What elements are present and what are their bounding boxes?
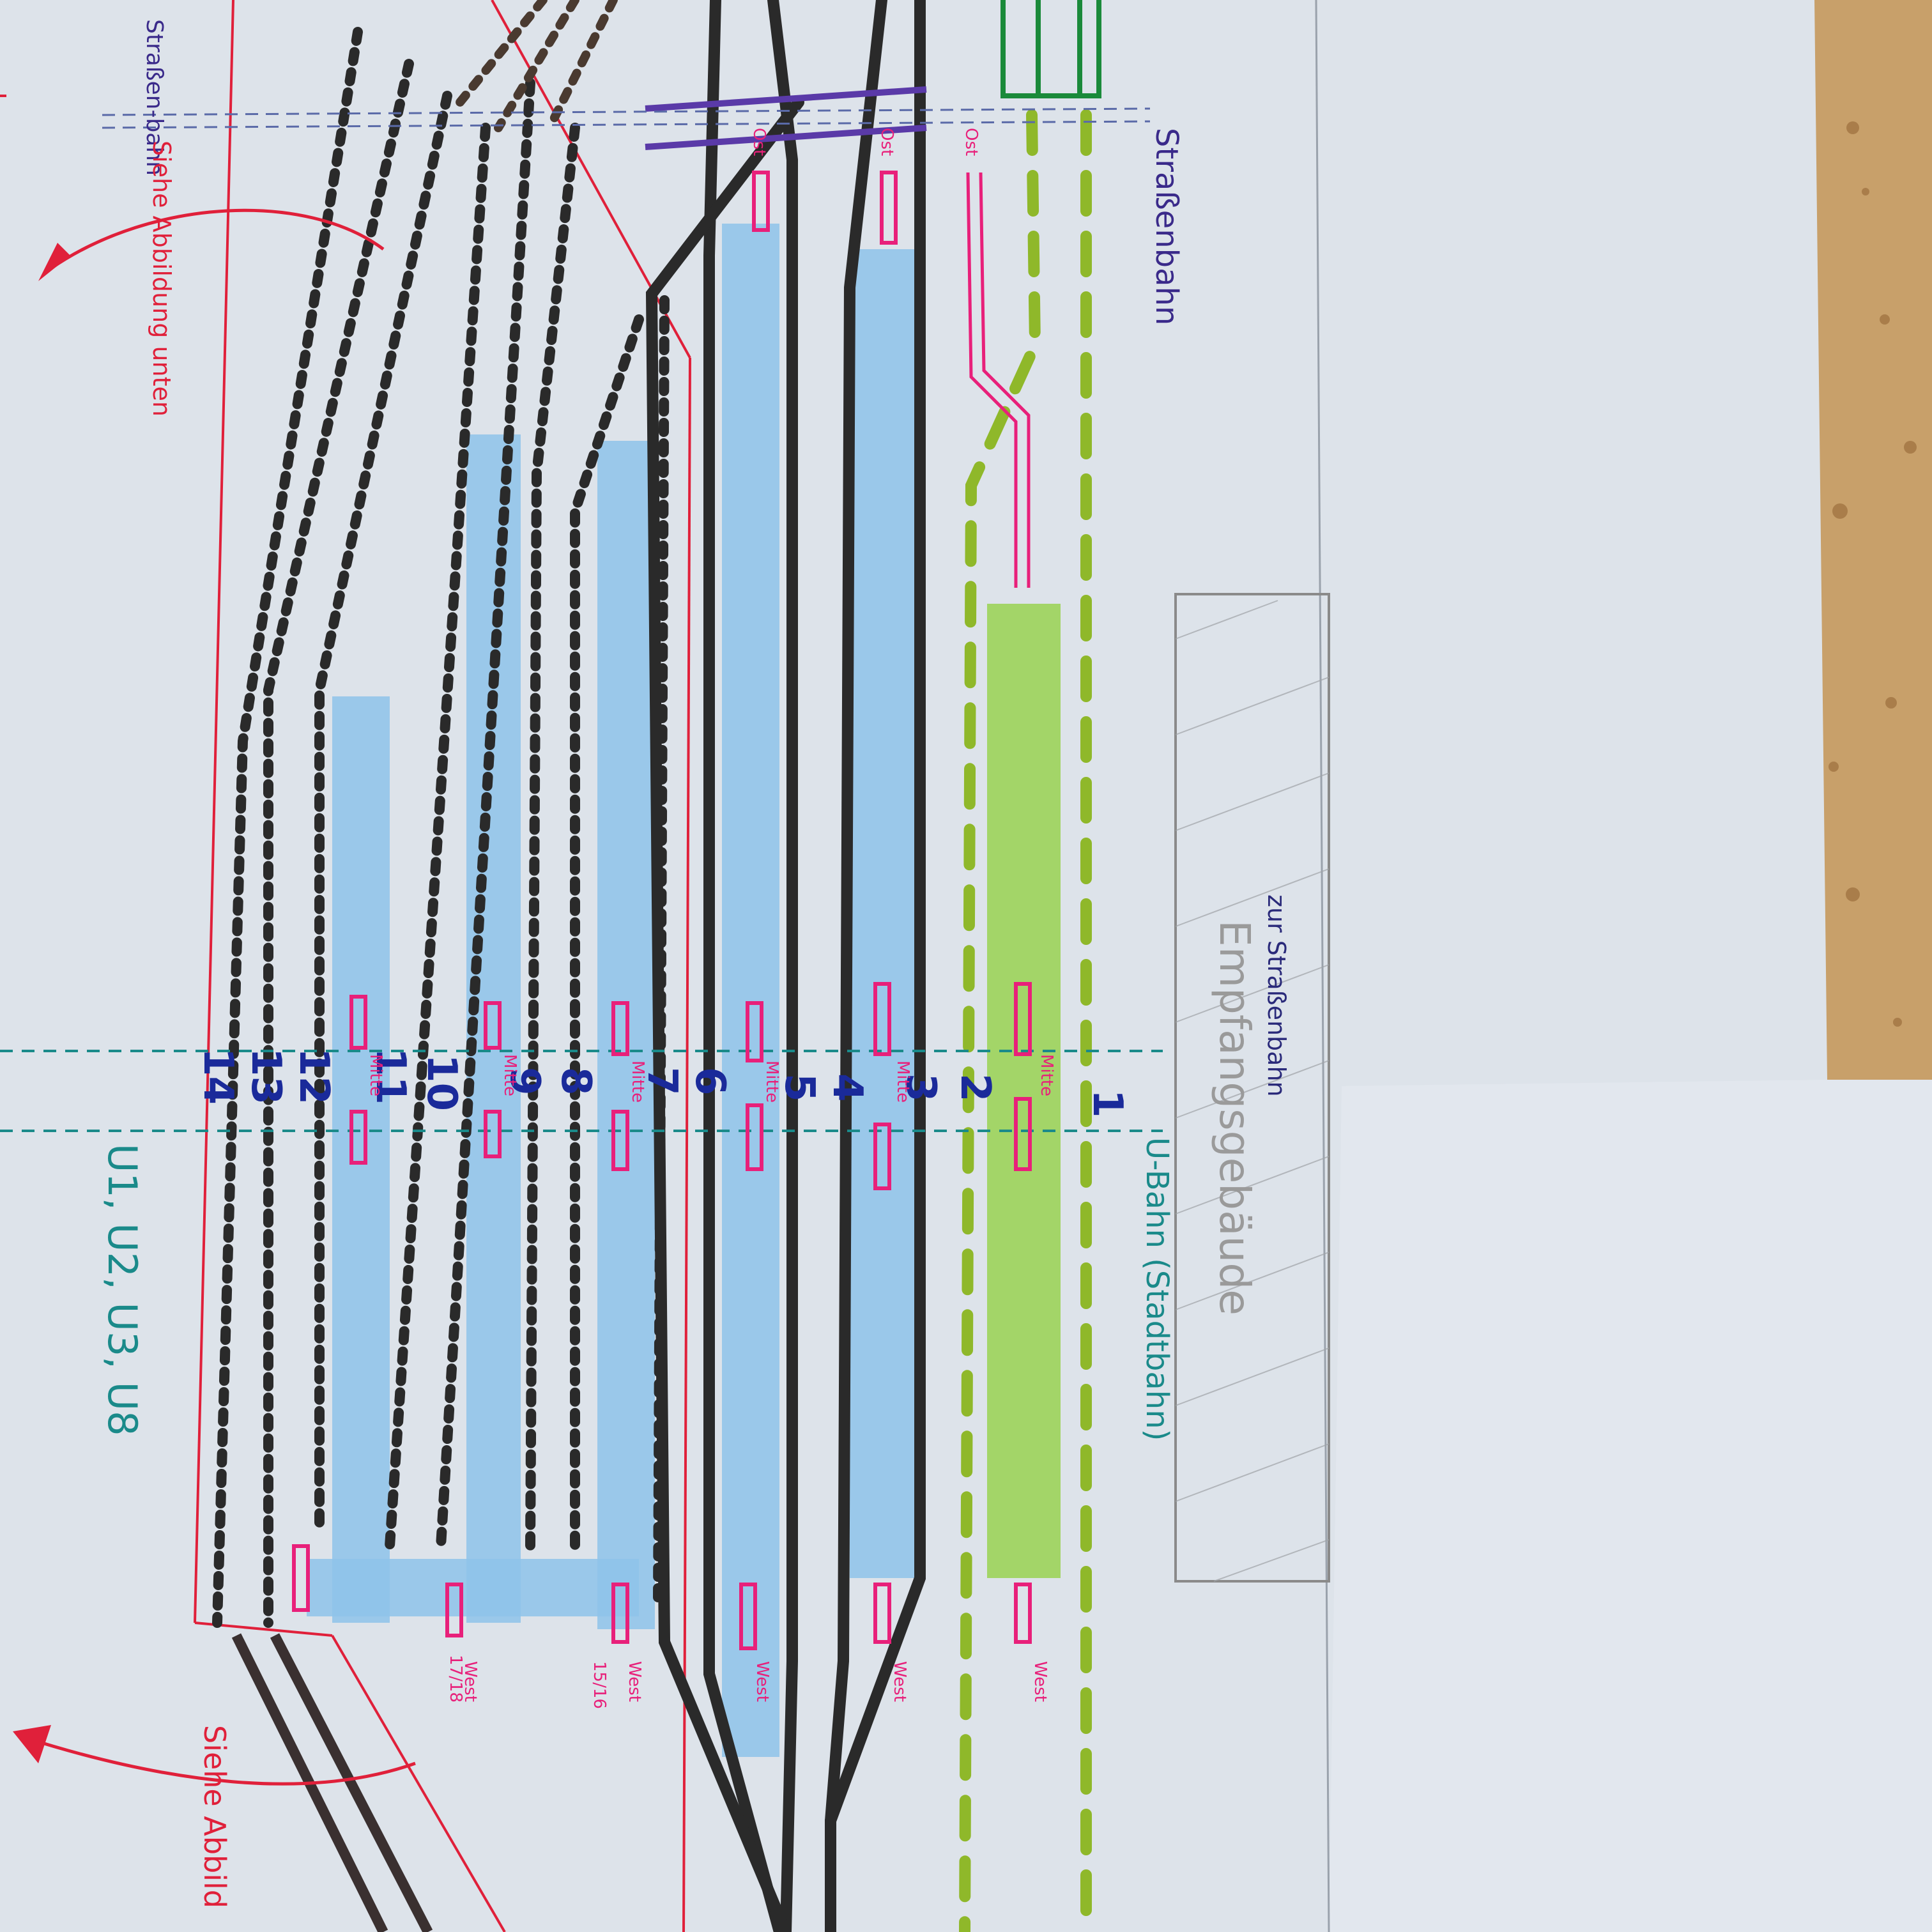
label-siehe-abbildung-bottom: Siehe Abbild xyxy=(197,1725,232,1908)
arrow-head-down-icon xyxy=(13,1725,51,1763)
label-siehe-abbildung-unten: Siehe Abbildung unten xyxy=(148,141,176,417)
pink-side-track xyxy=(966,172,1031,588)
label-u-bahn: U-Bahn (Stadtbahn) xyxy=(1139,1137,1175,1441)
track-number-11: 11 xyxy=(367,1048,414,1105)
track-number-7: 7 xyxy=(638,1067,686,1096)
track-number-4: 4 xyxy=(824,1073,871,1102)
red-arrows xyxy=(25,208,416,1786)
track-number-14: 14 xyxy=(194,1048,241,1105)
sector-label-mitte-4: Mitte xyxy=(893,1061,912,1103)
track-number-1: 1 xyxy=(1084,1089,1131,1118)
label-empfangsgebaeude: Empfangsgebäude xyxy=(1210,920,1259,1315)
track-pair-15-16: 15/16 xyxy=(590,1661,609,1709)
u-bahn-tracks xyxy=(959,109,1092,1932)
arrow-head-up-icon xyxy=(38,243,70,281)
arrow-down-curve xyxy=(25,1736,416,1786)
sector-label-mitte-2: Mitte xyxy=(1037,1054,1056,1096)
solid-tracks xyxy=(645,0,926,1932)
platform-green xyxy=(987,604,1061,1578)
platform-blue-2 xyxy=(722,224,779,1757)
sector-label-ost-6: Ost xyxy=(749,128,769,156)
empfangsgebaeude-building xyxy=(1174,593,1330,1583)
tram-tracks xyxy=(1000,0,1101,98)
platform-blue-5 xyxy=(332,696,390,1623)
sector-label-mitte-10: Mitte xyxy=(500,1054,519,1096)
platform-blue-bottom xyxy=(307,1559,639,1616)
track-number-3: 3 xyxy=(897,1073,944,1102)
track-numbers: 1 2 3 4 5 6 7 8 9 10 11 12 13 14 xyxy=(194,1048,1131,1118)
sector-label-west-4: West xyxy=(890,1661,909,1702)
dotted-tracks-brown xyxy=(456,0,618,132)
sector-label-mitte-8: Mitte xyxy=(628,1061,647,1103)
sector-label-ost-4: Ost xyxy=(877,128,896,156)
label-u-lines: U1, U2, U3, U8 xyxy=(99,1144,146,1436)
platform-blue-1 xyxy=(850,249,917,1578)
sector-label-west-2: West xyxy=(1031,1661,1050,1702)
track-number-6: 6 xyxy=(686,1067,733,1096)
track-number-12: 12 xyxy=(290,1048,337,1105)
label-strassenbahn-left: Straßen-bahn xyxy=(141,19,167,176)
sector-label-mitte-12: Mitte xyxy=(366,1054,385,1096)
paper-fold xyxy=(1315,0,1330,1932)
arrow-up-curve xyxy=(50,208,385,270)
sector-labels: Ost Ost Ost Mitte Mitte Mitte Mitte Mitt… xyxy=(366,128,1056,1709)
label-zur-strassenbahn: zur Straßenbahn xyxy=(1262,894,1291,1097)
sector-label-ost-2: Ost xyxy=(962,128,981,156)
track-number-9: 9 xyxy=(501,1067,548,1096)
track-number-2: 2 xyxy=(951,1073,999,1102)
paper-sheet-lower xyxy=(1329,1080,1932,1932)
track-number-10: 10 xyxy=(418,1054,465,1111)
dotted-tracks xyxy=(212,27,670,1628)
sector-markers xyxy=(292,171,1032,1650)
track-number-8: 8 xyxy=(552,1067,599,1096)
sector-label-mitte-6: Mitte xyxy=(762,1061,781,1103)
track-number-13: 13 xyxy=(242,1048,289,1105)
track-number-5: 5 xyxy=(776,1073,823,1102)
sector-label-west-10: West xyxy=(461,1661,480,1702)
tram-line-dashed xyxy=(102,107,1151,129)
track-pair-17-18: 17/18 xyxy=(446,1655,465,1703)
sector-label-west-8: West xyxy=(625,1661,644,1702)
cork-texture xyxy=(1828,121,1917,1027)
sector-label-west-6: West xyxy=(753,1661,772,1702)
tram-crossing xyxy=(645,86,927,150)
label-strassenbahn-right: Straßenbahn xyxy=(1149,128,1184,325)
